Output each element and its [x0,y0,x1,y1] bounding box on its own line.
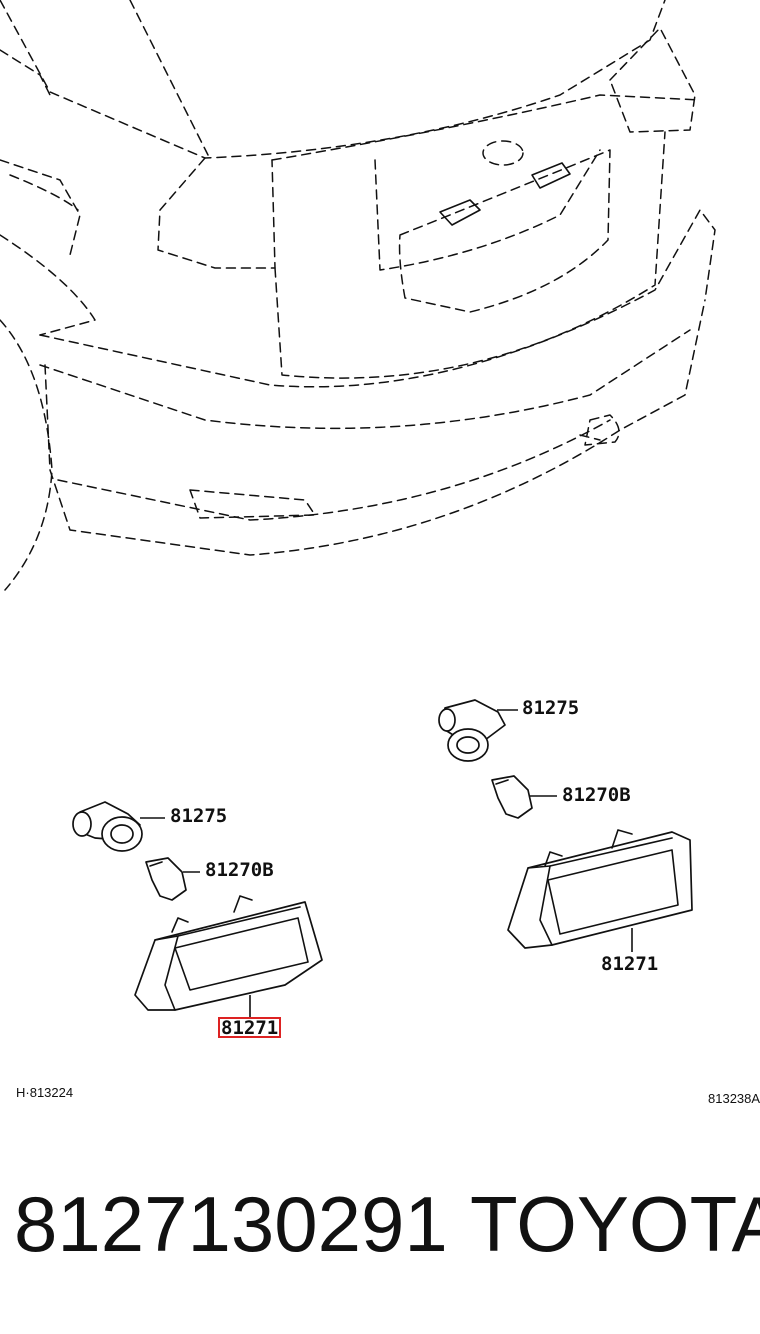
part-number-caption: 8127130291 [14,1180,448,1268]
brand-caption: TOYOTA [470,1180,760,1268]
left-lamp-highlight [218,1017,281,1038]
left-ref-code: H·813224 [16,1085,73,1100]
right-ref-code: 813238A [708,1091,760,1106]
right-lamp-callout: 81271 [601,953,658,975]
left-socket-part [72,801,143,852]
vehicle-rear-outline [0,0,716,591]
right-bulb-part [491,775,533,819]
right-socket-callout: 81275 [522,697,579,719]
right-license-lamp-part [507,829,693,949]
left-bulb-callout: 81270B [205,859,274,881]
left-license-lamp-part [134,895,323,1011]
left-socket-callout: 81275 [170,805,227,827]
left-lamp-callout: 81271 [221,1017,278,1039]
right-bulb-callout: 81270B [562,784,631,806]
left-bulb-part [145,857,187,901]
right-socket-part [438,699,506,762]
